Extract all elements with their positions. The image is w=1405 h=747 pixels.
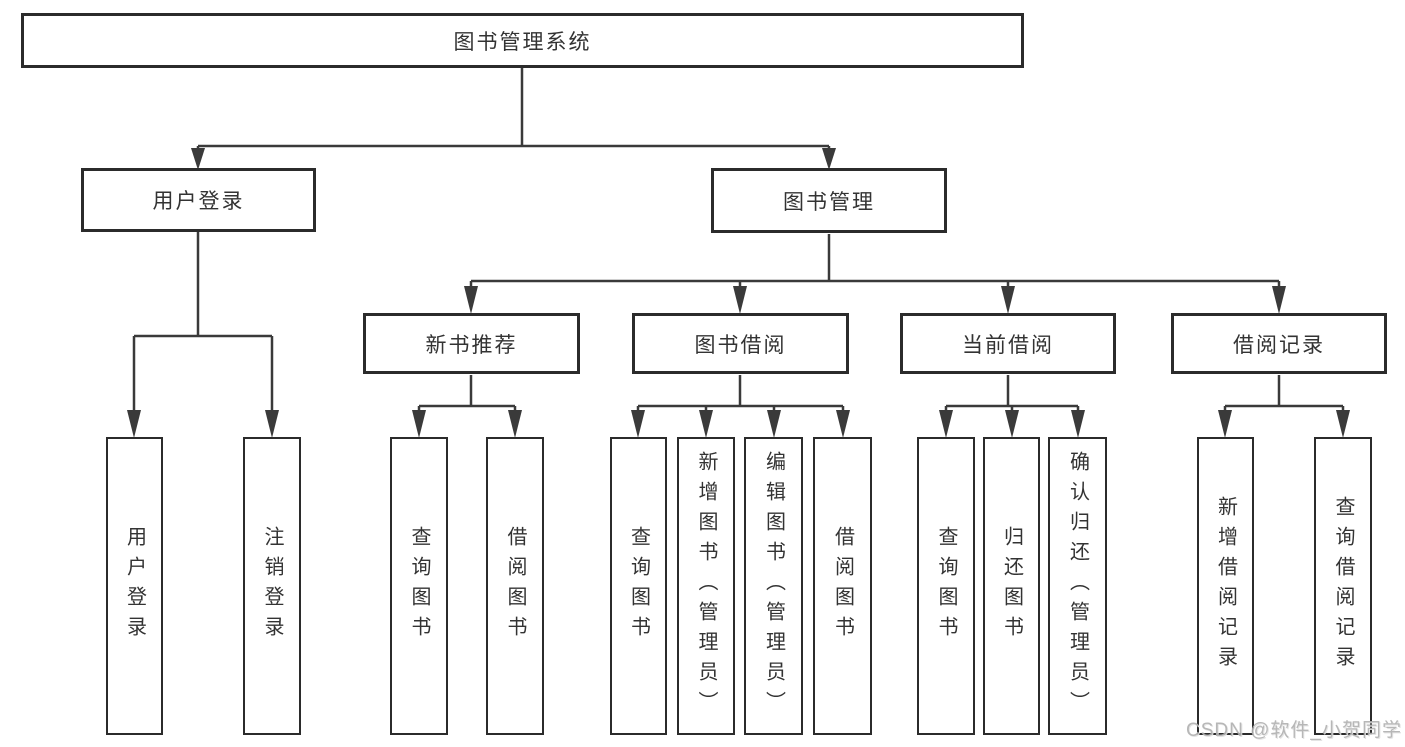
leaf-query-borrow-record-label: 查询借阅记录 bbox=[1332, 496, 1354, 676]
leaf-borrow-books-recommend: 借阅图书 bbox=[486, 437, 544, 735]
node-user-login-label: 用户登录 bbox=[152, 190, 245, 213]
node-new-book-recommend-label: 新书推荐 bbox=[425, 333, 518, 357]
node-root-label: 图书管理系统 bbox=[453, 30, 592, 54]
leaf-edit-book-admin: 编辑图书（管理员） bbox=[744, 437, 803, 735]
leaf-edit-book-admin-label: 编辑图书（管理员） bbox=[762, 451, 785, 721]
arrowhead-icons bbox=[127, 148, 1350, 438]
leaf-query-books-current: 查询图书 bbox=[917, 437, 975, 735]
leaf-query-books-current-label: 查询图书 bbox=[935, 526, 957, 646]
node-book-borrow-label: 图书借阅 bbox=[694, 333, 787, 357]
leaf-confirm-return-admin: 确认归还（管理员） bbox=[1048, 437, 1107, 735]
node-root: 图书管理系统 bbox=[21, 13, 1024, 68]
node-borrow-records-label: 借阅记录 bbox=[1233, 333, 1325, 357]
leaf-query-books-recommend-label: 查询图书 bbox=[408, 526, 430, 646]
node-new-book-recommend: 新书推荐 bbox=[363, 313, 580, 374]
leaf-logout: 注销登录 bbox=[243, 437, 301, 735]
leaf-return-book: 归还图书 bbox=[983, 437, 1040, 735]
leaf-add-borrow-record-label: 新增借阅记录 bbox=[1214, 496, 1237, 676]
leaf-borrow-books-label: 借阅图书 bbox=[831, 526, 854, 646]
leaf-confirm-return-admin-label: 确认归还（管理员） bbox=[1066, 451, 1089, 721]
leaf-add-book-admin-label: 新增图书（管理员） bbox=[695, 451, 717, 721]
node-borrow-records: 借阅记录 bbox=[1171, 313, 1387, 374]
node-current-borrow-label: 当前借阅 bbox=[962, 333, 1054, 357]
leaf-query-books-borrow: 查询图书 bbox=[610, 437, 667, 735]
node-book-management-label: 图书管理 bbox=[783, 190, 875, 214]
leaf-borrow-books-recommend-label: 借阅图书 bbox=[504, 526, 526, 646]
leaf-user-login-label: 用户登录 bbox=[123, 526, 146, 646]
leaf-logout-label: 注销登录 bbox=[261, 526, 283, 646]
node-user-login: 用户登录 bbox=[81, 168, 316, 232]
node-book-borrow: 图书借阅 bbox=[632, 313, 849, 374]
leaf-return-book-label: 归还图书 bbox=[1000, 526, 1023, 646]
leaf-query-borrow-record: 查询借阅记录 bbox=[1314, 437, 1372, 735]
node-book-management: 图书管理 bbox=[711, 168, 947, 233]
watermark: CSDN @软件_小贺同学 bbox=[1186, 720, 1402, 741]
node-current-borrow: 当前借阅 bbox=[900, 313, 1116, 374]
leaf-borrow-books: 借阅图书 bbox=[813, 437, 872, 735]
leaf-query-books-borrow-label: 查询图书 bbox=[627, 526, 650, 646]
leaf-user-login: 用户登录 bbox=[106, 437, 163, 735]
leaf-add-borrow-record: 新增借阅记录 bbox=[1197, 437, 1254, 735]
leaf-query-books-recommend: 查询图书 bbox=[390, 437, 448, 735]
leaf-add-book-admin: 新增图书（管理员） bbox=[677, 437, 735, 735]
